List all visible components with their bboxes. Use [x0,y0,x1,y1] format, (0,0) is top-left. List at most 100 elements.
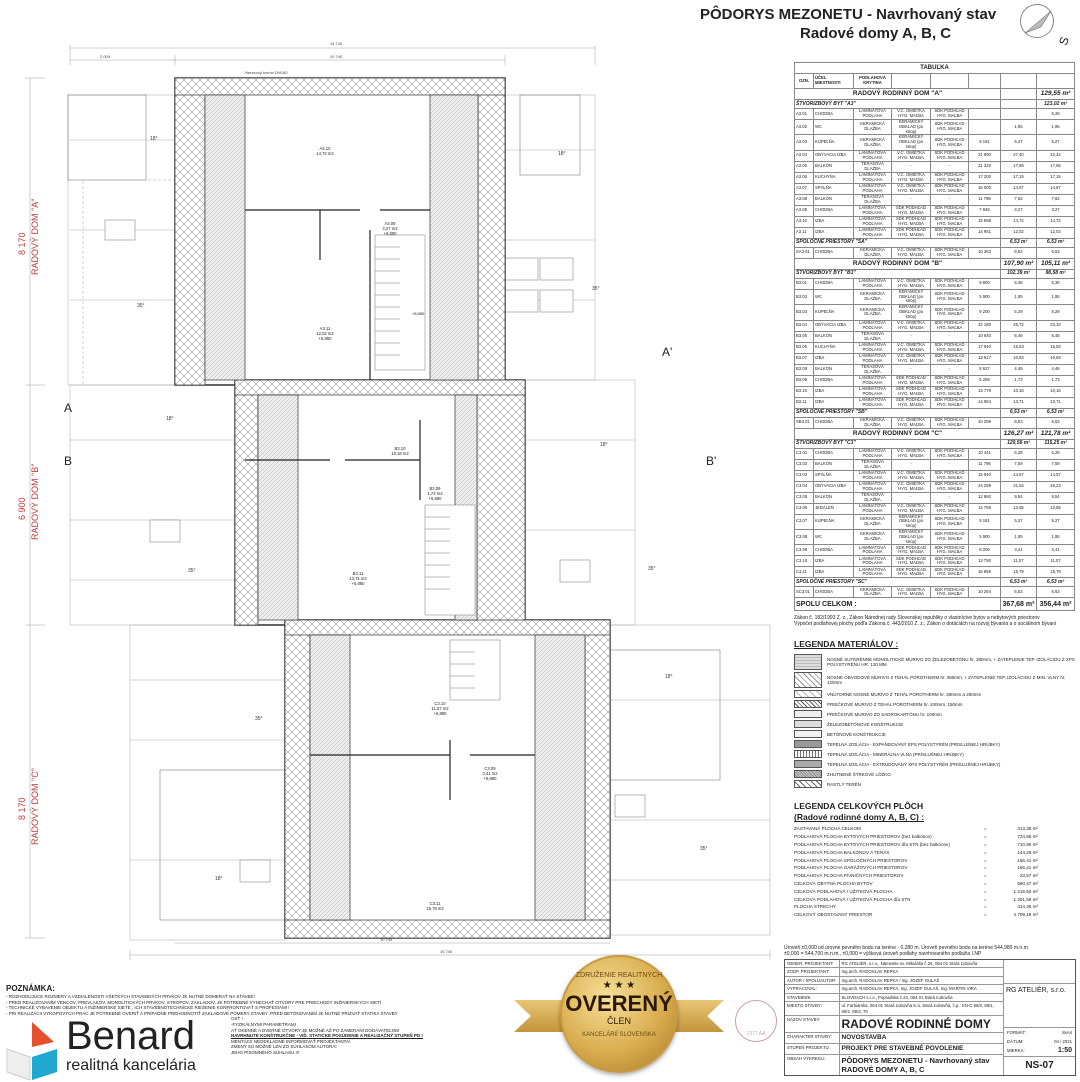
table-row: RADOVÝ RODINNÝ DOM "A"129,55 m² [794,88,1076,100]
area-label: CELKOVÝ OBOSTAVANÝ PRIESTOR [794,912,873,918]
room-area: 3,41 m2 [482,771,498,776]
equals: = [984,865,987,871]
table-cell: 13,71 [1000,396,1037,409]
table-cell: 15,53 [1000,341,1037,354]
table-cell: BALKÓN [813,458,854,471]
slope-label: 18° [215,876,223,882]
legend-item: ZHUTNENÉ ŠTRKOVÉ LÔŽKO [794,769,1076,779]
slope-label: 35° [255,716,263,722]
law-line: Zákon č. 182/1993 Z. z., Zákon Národnej … [794,615,1040,622]
note-line: ZMENY SÚ MOŽNÉ LEN ZO SÚHLASOM AUTORA! [231,1044,337,1050]
table-cell [968,73,1001,89]
note-line: AŤ OKENNÉ A DVERNÉ OTVORY JE MOŽNÉ AŽ PO… [231,1027,399,1033]
table-cell: B3.09 [794,374,814,387]
table-cell: 5,27 [1035,513,1076,530]
table-cell: 14,57 [1000,469,1037,482]
table-cell: OBÝVACIA IZBA [813,319,854,332]
table-cell: SC3.01 [794,586,814,599]
table-cell: SDK PODHĽAD HYG. MAĽBA [930,149,969,162]
room-level: +6,880 [429,496,443,501]
table-cell: V.C. OMIETKA HYG. MAĽBA [891,341,931,354]
table-cell: 4,46 [1035,363,1076,376]
areas-legend-title: LEGENDA CELKOVÝCH PLÔCH [794,801,924,812]
table-cell: IZBA [813,385,854,398]
area-label: CELKOVÁ OBYTNÁ PLOCHA BYTOV [794,880,873,886]
table-cell: - [891,160,931,173]
table-cell: 6,53 [1035,246,1076,259]
table-cell: 10,83 [1035,352,1076,365]
table-cell: LAMINÁTOVÁ PODLAHA [853,149,892,162]
table-cell: 13 917 [968,352,1001,365]
table-cell: KUCHYŇA [813,341,854,354]
table-cell: IZBA [813,396,854,409]
table-cell: - [930,458,969,471]
section-mark-a: A [64,401,72,415]
table-cell: 17,65 [1035,160,1076,173]
label: STAVEBNÍK: [785,993,840,1002]
chimney-label: Nerezový komín DN180 [245,70,288,75]
area-item: CELKOVÝ OBOSTAVANÝ PRIESTOR=4 709,19 m³ [794,911,1054,919]
table-cell: ŠTVORIZBOVÝ BYT "B3" [794,268,1001,279]
table-cell [930,73,969,89]
legend-item-label: BETÓNOVÉ KONŠTRUKCIE [827,731,886,737]
label: NÁZOV STAVBY: [785,1015,840,1033]
benard-logo: Benard realitná kancelária [0,1015,200,1081]
house-b-label: RADOVÝ DOM "B" [30,464,40,540]
areas-legend-subtitle: (Radové rodinné domy A, B, C) : [794,812,925,823]
table-cell: 14 964 [968,396,1001,409]
table-cell: 10 259 [968,416,1001,429]
area-value: 156,41 m² [1017,857,1038,863]
room-id: B3.09 [430,486,442,491]
table-cell: LAMINÁTOVÁ PODLAHA [853,182,892,195]
label: STUPEŇ PROJEKTU: [785,1043,840,1055]
level-line: ±0,000 = 544,700 m.n.m., ±0,000 = výškov… [784,950,982,957]
legend-item: BETÓNOVÉ KONŠTRUKCIE [794,729,1076,739]
table-cell: SDK PODHĽAD HYG. MAĽBA [930,215,969,228]
table-cell: A3.02 [794,118,814,136]
room-area: 14,72 m2 [316,151,334,156]
seal-top-text: ZDRUŽENIE REALITNÝCH [575,972,663,979]
table-cell: SDK PODHĽAD HYG. MAĽBA [930,204,969,217]
table-cell: C3.11 [794,566,814,579]
slope-label: 18° [600,442,608,448]
star-icons: ★ ★ ★ [602,980,636,991]
area-label: PODLAHOVÁ PLOCHA SPOLOČNÝCH PRIESTOROV [794,857,908,863]
table-cell: 11,07 [1035,555,1076,568]
table-cell: 5,29 [1000,304,1037,321]
table-cell: IZBA [813,352,854,365]
table-cell: V.C. OMIETKA HYG. MAĽBA [891,480,931,493]
seal-main-text: OVERENÝ [565,991,673,1016]
title-block-row: STAVEBNÍK:SLOVDACH s.r.o., Popradská č.2… [785,993,1003,1002]
table-cell: A3.10 [794,215,814,228]
table-cell: V.C. OMIETKA HYG. MAĽBA [891,416,931,429]
table-cell: 3,27 [1000,204,1037,217]
table-cell: LAMINÁTOVÁ PODLAHA [853,374,892,387]
room-level: +6,880 [352,581,366,586]
table-cell: 5 269 [968,374,1001,387]
table-cell: WC [813,288,854,306]
table-cell: CHODBA [813,374,854,387]
materials-legend-title: LEGENDA MATERIÁLOV : [794,639,899,650]
table-cell: SDK PODHĽAD HYG. MAĽBA [930,469,969,482]
table-cell: KERAMICKÁ DLAŽBA [853,304,892,321]
table-cell: 1,95 [1000,118,1037,136]
table-cell: KERAMICKÁ DLAŽBA [853,134,892,151]
table-cell: IZBA [813,215,854,228]
value: Ing.arch. RADOSLAV REPKA, Ing. JOZEF GUL… [839,984,1003,994]
table-cell: SDK PODHĽAD HYG. MAĽBA [930,566,969,579]
legend-item-label: PRIEČKOVÉ MURIVO ZO SADROKARTÓNU hr. 100… [827,711,942,717]
material-swatch [794,672,822,689]
room-area: 10,16 m2 [391,451,409,456]
table-cell: LAMINÁTOVÁ PODLAHA [853,352,892,365]
table-cell: 123,02 m² [1035,99,1076,109]
table-cell: V.C. OMIETKA HYG. MAĽBA [891,171,931,184]
logo-tagline: realitná kancelária [66,1057,196,1074]
table-cell: SDK PODHĽAD HYG. MAĽBA [930,277,969,290]
